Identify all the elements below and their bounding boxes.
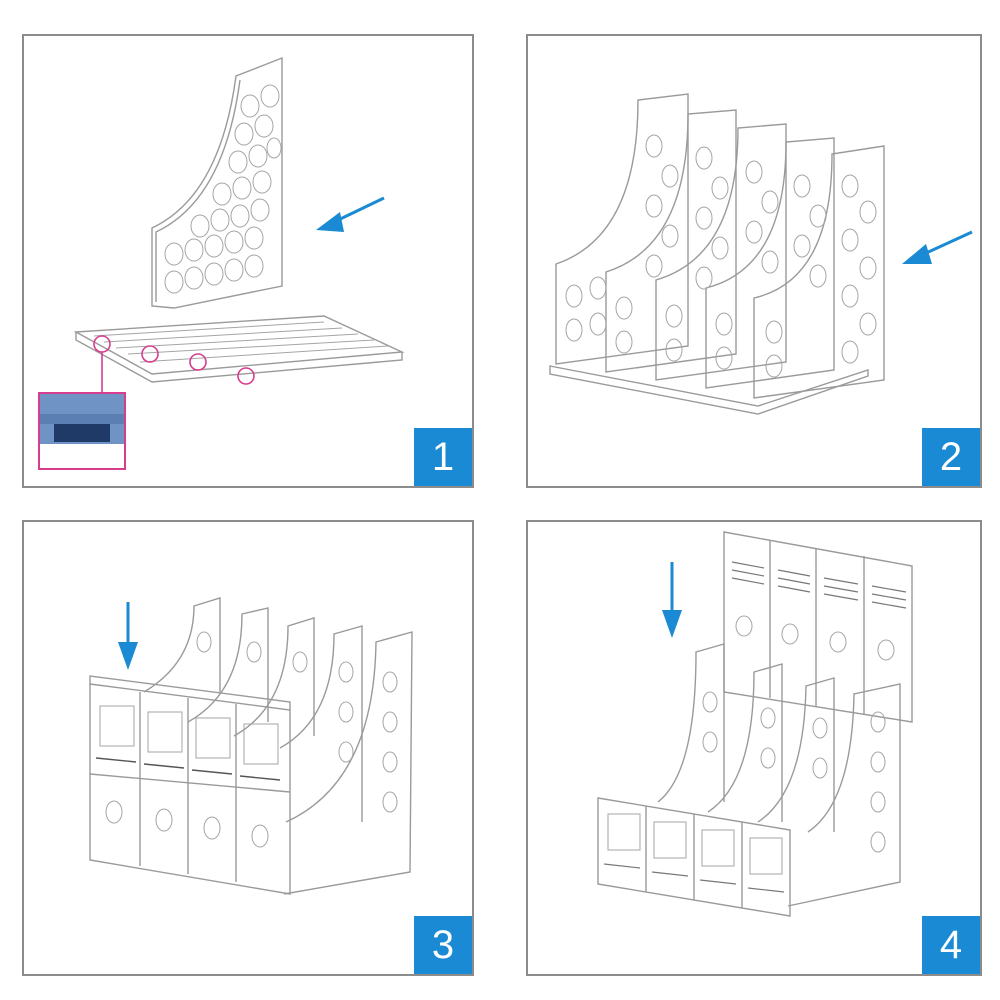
step-badge: 4	[922, 916, 980, 974]
step-1-panel: 1	[22, 34, 474, 488]
step-2-panel: 2	[526, 34, 982, 488]
step-3-illustration	[89, 597, 413, 895]
step-4-illustration	[597, 531, 913, 917]
clip-detail-inset	[38, 392, 126, 470]
step-badge: 1	[414, 428, 472, 486]
step-4-panel: 4	[526, 520, 982, 976]
step-badge: 3	[414, 916, 472, 974]
step-2-illustration	[549, 93, 973, 415]
step-1-illustration	[73, 56, 405, 392]
step-3-panel: 3	[22, 520, 474, 976]
step-badge: 2	[922, 428, 980, 486]
